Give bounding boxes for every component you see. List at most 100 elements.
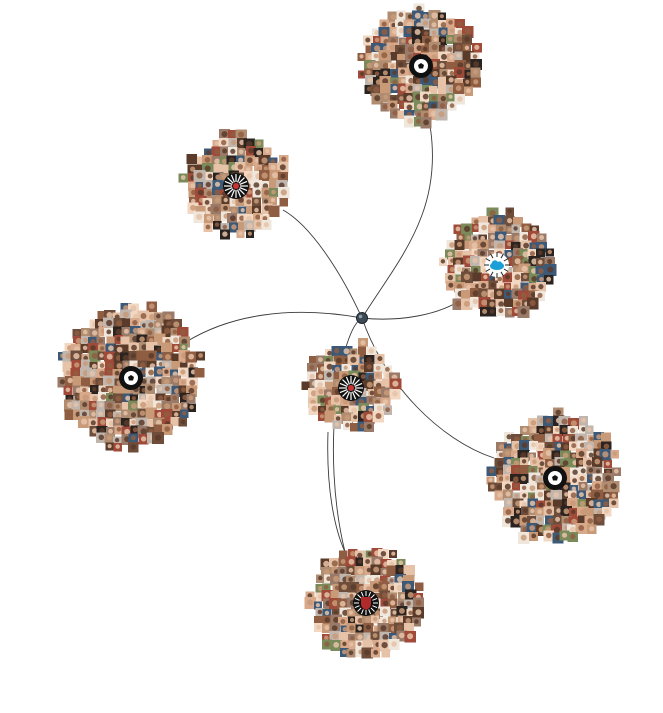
avatar[interactable] (153, 321, 163, 330)
avatar[interactable] (304, 597, 316, 609)
avatar[interactable] (471, 42, 482, 53)
avatar[interactable] (446, 240, 458, 251)
avatar[interactable] (139, 368, 149, 378)
avatar[interactable] (429, 59, 441, 71)
avatar[interactable] (481, 273, 490, 282)
avatar[interactable] (345, 556, 357, 568)
avatar[interactable] (322, 615, 333, 626)
avatar[interactable] (583, 508, 596, 520)
avatar[interactable] (355, 624, 364, 634)
avatar[interactable] (320, 558, 333, 571)
avatar[interactable] (243, 138, 256, 151)
avatar[interactable] (577, 515, 586, 524)
avatar[interactable] (213, 214, 222, 223)
avatar[interactable] (145, 367, 157, 379)
avatar[interactable] (586, 450, 596, 461)
avatar[interactable] (243, 213, 255, 226)
avatar[interactable] (363, 622, 374, 633)
avatar[interactable] (185, 385, 198, 397)
avatar[interactable] (261, 187, 273, 199)
avatar[interactable] (521, 223, 532, 234)
avatar[interactable] (461, 34, 473, 45)
avatar[interactable] (519, 500, 529, 510)
avatar[interactable] (413, 20, 425, 31)
avatar[interactable] (321, 583, 331, 593)
avatar[interactable] (445, 45, 455, 55)
avatar[interactable] (301, 381, 311, 391)
avatar[interactable] (347, 354, 360, 367)
avatar[interactable] (447, 26, 457, 36)
avatar[interactable] (504, 298, 513, 308)
avatar[interactable] (129, 418, 138, 427)
avatar[interactable] (357, 52, 366, 61)
avatar[interactable] (527, 498, 538, 510)
avatar[interactable] (561, 516, 572, 527)
avatar[interactable] (503, 464, 515, 476)
avatar[interactable] (528, 290, 539, 301)
avatar[interactable] (395, 44, 407, 56)
user-cluster-top[interactable] (357, 3, 482, 129)
avatar[interactable] (387, 577, 396, 586)
avatar[interactable] (201, 163, 214, 175)
avatar[interactable] (488, 232, 498, 243)
avatar[interactable] (470, 266, 481, 276)
avatar[interactable] (103, 317, 116, 330)
avatar[interactable] (331, 395, 342, 406)
avatar[interactable] (244, 187, 255, 198)
avatar[interactable] (437, 60, 448, 71)
avatar[interactable] (421, 45, 430, 54)
avatar[interactable] (340, 640, 349, 649)
avatar[interactable] (65, 375, 76, 387)
avatar[interactable] (371, 51, 381, 62)
avatar[interactable] (568, 516, 580, 528)
avatar[interactable] (253, 157, 262, 165)
avatar[interactable] (569, 467, 581, 478)
avatar[interactable] (244, 220, 256, 233)
avatar[interactable] (520, 491, 529, 501)
avatar[interactable] (104, 351, 116, 363)
avatar[interactable] (89, 328, 100, 339)
avatar[interactable] (536, 500, 546, 511)
avatar[interactable] (380, 598, 392, 610)
avatar[interactable] (438, 257, 448, 266)
avatar[interactable] (412, 617, 421, 627)
avatar[interactable] (594, 468, 603, 476)
avatar[interactable] (560, 506, 572, 518)
avatar[interactable] (493, 215, 505, 227)
avatar[interactable] (602, 473, 614, 485)
avatar[interactable] (428, 101, 440, 112)
avatar[interactable] (351, 413, 360, 422)
avatar[interactable] (371, 43, 384, 55)
avatar[interactable] (104, 433, 115, 444)
avatar[interactable] (403, 622, 414, 633)
avatar[interactable] (536, 482, 547, 492)
avatar[interactable] (452, 298, 464, 310)
avatar[interactable] (219, 229, 230, 240)
avatar[interactable] (587, 435, 596, 444)
avatar[interactable] (529, 242, 539, 252)
avatar[interactable] (372, 36, 382, 45)
avatar[interactable] (486, 466, 497, 477)
avatar[interactable] (211, 146, 223, 158)
avatar[interactable] (156, 385, 165, 394)
avatar[interactable] (529, 225, 539, 235)
avatar[interactable] (194, 368, 205, 378)
avatar[interactable] (519, 248, 532, 261)
avatar[interactable] (136, 334, 148, 345)
avatar[interactable] (361, 647, 373, 659)
avatar[interactable] (244, 155, 256, 166)
avatar[interactable] (113, 402, 122, 412)
avatar[interactable] (316, 574, 325, 583)
avatar[interactable] (89, 426, 100, 437)
avatar[interactable] (154, 327, 165, 338)
avatar[interactable] (592, 456, 603, 468)
avatar[interactable] (349, 348, 358, 357)
avatar[interactable] (347, 616, 356, 625)
avatar[interactable] (106, 336, 116, 346)
avatar[interactable] (263, 147, 272, 156)
avatar[interactable] (372, 608, 383, 620)
avatar[interactable] (181, 401, 190, 411)
avatar[interactable] (362, 614, 374, 627)
avatar[interactable] (405, 83, 416, 94)
avatar[interactable] (332, 420, 342, 430)
